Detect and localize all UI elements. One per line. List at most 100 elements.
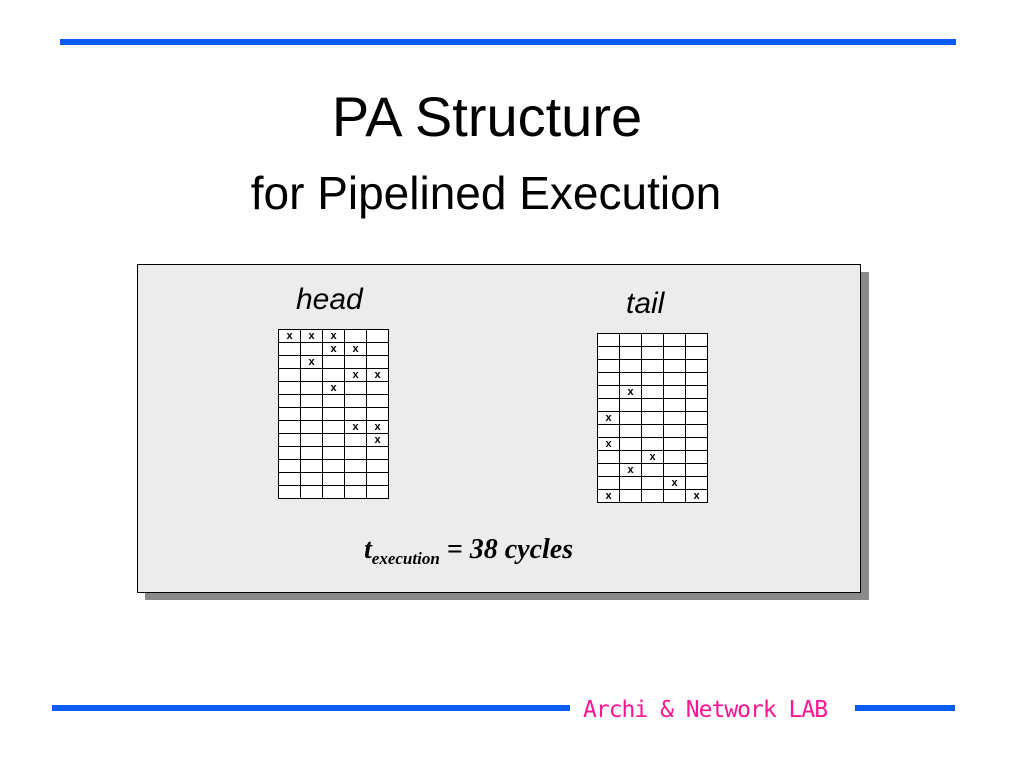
tail-cell xyxy=(685,359,708,373)
head-cell xyxy=(278,485,301,499)
tail-cell xyxy=(619,489,642,503)
slide-subtitle: for Pipelined Execution xyxy=(250,167,722,219)
head-cell: x xyxy=(322,381,345,395)
head-row: x xyxy=(278,381,389,395)
tail-cell xyxy=(663,398,686,412)
head-cell xyxy=(322,355,345,369)
tail-cell: x xyxy=(641,450,664,464)
tail-cell xyxy=(663,437,686,451)
tail-cell xyxy=(597,463,620,477)
tail-cell: x xyxy=(597,489,620,503)
tail-cell xyxy=(685,333,708,347)
tail-cell xyxy=(597,333,620,347)
head-row xyxy=(278,407,389,421)
head-cell xyxy=(366,329,389,343)
head-cell xyxy=(344,446,367,460)
head-cell xyxy=(300,446,323,460)
tail-cell xyxy=(597,476,620,490)
head-cell xyxy=(278,355,301,369)
tail-cell xyxy=(619,333,642,347)
tail-cell xyxy=(663,372,686,386)
head-cell xyxy=(300,342,323,356)
head-cell xyxy=(300,420,323,434)
head-cell xyxy=(344,329,367,343)
tail-row xyxy=(597,372,708,386)
head-cell xyxy=(278,472,301,486)
head-cell xyxy=(300,368,323,382)
head-cell xyxy=(278,368,301,382)
tail-cell xyxy=(685,476,708,490)
head-row xyxy=(278,394,389,408)
tail-row: x xyxy=(597,450,708,464)
head-cell xyxy=(344,433,367,447)
tail-cell xyxy=(597,385,620,399)
head-cell xyxy=(366,407,389,421)
head-cell: x xyxy=(322,342,345,356)
tail-cell xyxy=(663,411,686,425)
head-cell: x xyxy=(300,329,323,343)
tail-cell: x xyxy=(619,385,642,399)
tail-cell xyxy=(619,450,642,464)
tail-cell: x xyxy=(597,411,620,425)
tail-row: x xyxy=(597,411,708,425)
head-cell: x xyxy=(366,433,389,447)
head-cell: x xyxy=(322,329,345,343)
head-cell xyxy=(344,472,367,486)
head-row xyxy=(278,446,389,460)
tail-cell xyxy=(641,424,664,438)
head-cell xyxy=(366,355,389,369)
head-cell xyxy=(344,459,367,473)
head-cell: x xyxy=(278,329,301,343)
tail-cell xyxy=(597,346,620,360)
head-cell: x xyxy=(366,368,389,382)
head-cell xyxy=(300,433,323,447)
head-cell xyxy=(322,420,345,434)
head-cell xyxy=(322,407,345,421)
head-cell xyxy=(300,381,323,395)
tail-cell xyxy=(685,346,708,360)
slide-title: PA Structure xyxy=(331,85,643,148)
tail-cell: x xyxy=(685,489,708,503)
tail-row xyxy=(597,359,708,373)
tail-cell xyxy=(597,372,620,386)
tail-cell xyxy=(663,346,686,360)
head-label: head xyxy=(296,283,363,316)
head-cell xyxy=(344,485,367,499)
head-cell xyxy=(366,472,389,486)
tail-row: x xyxy=(597,385,708,399)
tail-cell xyxy=(641,489,664,503)
head-row xyxy=(278,459,389,473)
top-rule xyxy=(60,39,956,45)
tail-cell xyxy=(663,385,686,399)
tail-cell xyxy=(641,385,664,399)
tail-cell xyxy=(619,476,642,490)
tail-cell xyxy=(663,359,686,373)
tail-cell xyxy=(619,372,642,386)
head-row xyxy=(278,472,389,486)
execution-formula: texecution = 38 cycles xyxy=(364,534,574,568)
head-row: x xyxy=(278,433,389,447)
head-cell: x xyxy=(366,420,389,434)
head-cell xyxy=(278,342,301,356)
tail-cell xyxy=(663,463,686,477)
formula-value: = 38 cycles xyxy=(439,534,574,565)
head-cell xyxy=(300,394,323,408)
tail-row: x xyxy=(597,476,708,490)
head-row xyxy=(278,485,389,499)
head-cell xyxy=(322,485,345,499)
bottom-rule-left xyxy=(52,705,570,711)
tail-cell xyxy=(663,333,686,347)
head-cell xyxy=(300,485,323,499)
head-cell: x xyxy=(344,342,367,356)
tail-cell xyxy=(685,398,708,412)
head-cell xyxy=(322,433,345,447)
head-cell xyxy=(322,394,345,408)
tail-row: x xyxy=(597,437,708,451)
head-cell xyxy=(322,446,345,460)
head-cell: x xyxy=(300,355,323,369)
tail-cell xyxy=(685,437,708,451)
